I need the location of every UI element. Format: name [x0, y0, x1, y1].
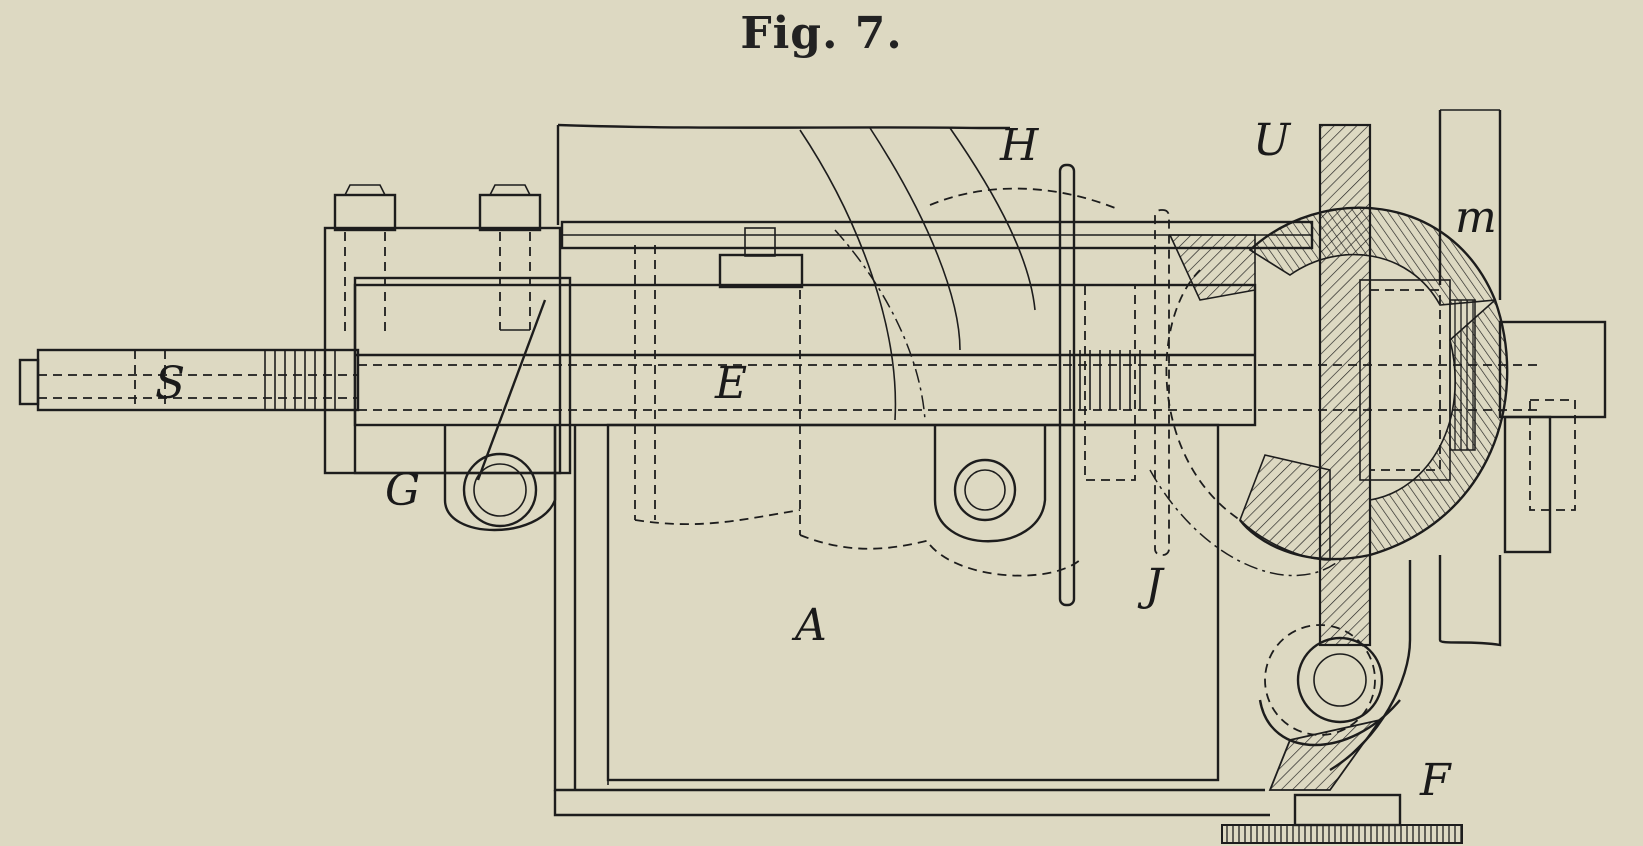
- label-J: J: [1137, 560, 1165, 611]
- base-A: [553, 423, 1270, 817]
- label-F: F: [1419, 755, 1452, 806]
- rack-U: [1318, 123, 1372, 647]
- foot-knob-F: [1221, 793, 1463, 844]
- label-H: H: [999, 120, 1040, 171]
- label-E: E: [714, 358, 747, 409]
- lower-roller: [1258, 624, 1401, 791]
- upper-housing: [556, 123, 1121, 421]
- label-m: m: [1455, 192, 1497, 243]
- pivot-slot: [929, 425, 1081, 577]
- rod-H: [1058, 163, 1076, 607]
- spindle-S: [18, 348, 1540, 412]
- gear-housing-m: [1149, 206, 1509, 577]
- figure-title: Fig. 7.: [740, 8, 903, 59]
- rod-J: [1084, 209, 1170, 556]
- thread-left: [264, 350, 336, 410]
- right-column: [1329, 109, 1607, 772]
- thread-right: [1059, 350, 1141, 410]
- label-U: U: [1253, 115, 1292, 166]
- label-S: S: [155, 358, 185, 409]
- label-A: A: [791, 600, 827, 651]
- label-G: G: [385, 465, 420, 516]
- pivot-G: [443, 299, 557, 532]
